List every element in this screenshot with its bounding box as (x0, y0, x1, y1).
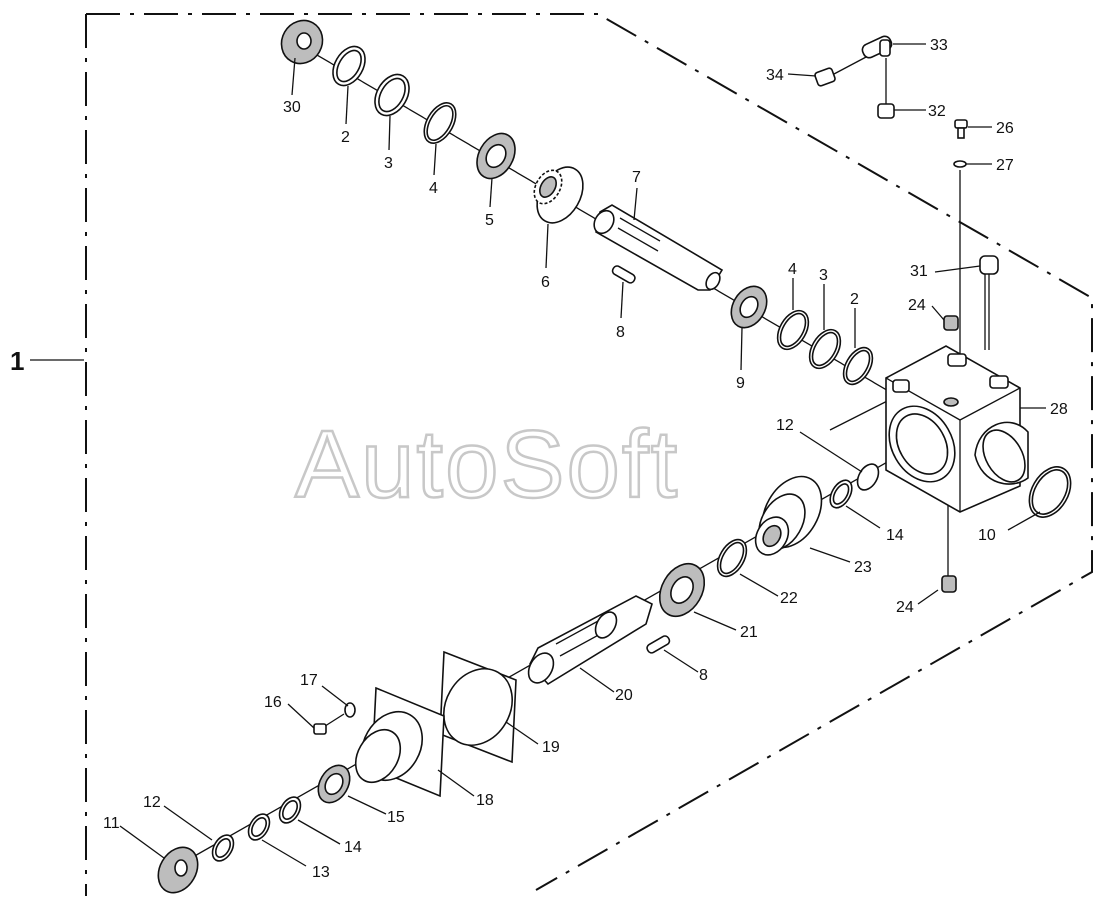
washer-11 (157, 846, 199, 894)
washer-17 (344, 702, 356, 718)
callout-30: 30 (283, 99, 301, 116)
flange-18 (354, 686, 445, 798)
snap-ring-2-lower (842, 346, 874, 386)
plug-24-bottom (941, 575, 957, 593)
washer-27 (953, 160, 967, 168)
callout-11: 11 (103, 815, 120, 832)
callout-8: 8 (616, 324, 625, 341)
ring-12-upper (856, 463, 880, 491)
callout-3: 3 (384, 155, 393, 172)
plug-24-top (943, 315, 959, 331)
callout-5: 5 (485, 212, 494, 229)
callouts: 30 2 3 4 5 6 7 8 4 3 2 9 34 33 32 26 27 … (103, 37, 1068, 881)
callout-18: 18 (476, 792, 494, 809)
bearing-9 (730, 285, 768, 329)
leader-lines (119, 43, 1046, 867)
bearing-21 (658, 562, 706, 618)
snap-ring-2-upper (332, 45, 366, 87)
callout-34: 34 (766, 67, 784, 84)
callout-16: 16 (264, 694, 282, 711)
callout-4: 4 (788, 261, 797, 278)
callout-6: 6 (541, 274, 550, 291)
bearing-5 (476, 132, 516, 180)
callout-28: 28 (1050, 401, 1068, 418)
callout-24: 24 (908, 297, 926, 314)
callout-10: 10 (978, 527, 996, 544)
adapter-32 (877, 103, 895, 119)
callout-24: 24 (896, 599, 914, 616)
ring-13 (247, 813, 271, 841)
dipstick-31 (979, 255, 999, 350)
shaft-20 (527, 595, 653, 686)
callout-12: 12 (776, 417, 794, 434)
callout-4: 4 (429, 180, 438, 197)
gasket-19 (439, 650, 517, 764)
bearing-15 (317, 764, 351, 804)
callout-27: 27 (996, 157, 1014, 174)
callout-20: 20 (615, 687, 633, 704)
callout-15: 15 (387, 809, 405, 826)
callout-32: 32 (928, 103, 946, 120)
fitting-34 (814, 67, 836, 87)
assembly-boundary (86, 13, 1093, 891)
callout-2: 2 (850, 291, 859, 308)
shaft-7 (593, 204, 724, 291)
ring-4-lower (776, 309, 810, 351)
assembly-number: 1 (10, 346, 24, 376)
bevel-gear-6 (533, 166, 584, 224)
seal-ring-10 (1028, 466, 1072, 518)
callout-7: 7 (632, 169, 641, 186)
watermark: AutoSoft (295, 411, 679, 518)
callout-31: 31 (910, 263, 928, 280)
washer-30 (280, 19, 324, 65)
ring-4-upper (423, 102, 457, 144)
bevel-gear-23 (754, 475, 823, 556)
plug-26 (954, 119, 968, 139)
bolt-16 (313, 713, 345, 735)
callout-12: 12 (143, 794, 161, 811)
callout-13: 13 (312, 864, 330, 881)
callout-21: 21 (740, 624, 758, 641)
key-8-lower (646, 635, 671, 654)
key-8-upper (611, 265, 636, 284)
callout-17: 17 (300, 672, 318, 689)
ring-3-upper (374, 73, 410, 117)
callout-8: 8 (699, 667, 708, 684)
ring-12-lower (211, 834, 235, 862)
callout-33: 33 (930, 37, 948, 54)
callout-14: 14 (886, 527, 904, 544)
callout-2: 2 (341, 129, 350, 146)
callout-9: 9 (736, 375, 745, 392)
ring-22 (716, 538, 748, 578)
ring-14-upper (829, 479, 853, 509)
elbow-33 (861, 35, 893, 59)
callout-23: 23 (854, 559, 872, 576)
ring-14-lower (278, 796, 302, 824)
callout-14: 14 (344, 839, 362, 856)
callout-22: 22 (780, 590, 798, 607)
callout-3: 3 (819, 267, 828, 284)
callout-19: 19 (542, 739, 560, 756)
ring-3-lower (808, 328, 842, 370)
callout-26: 26 (996, 120, 1014, 137)
gearbox-housing-28 (885, 345, 1029, 513)
